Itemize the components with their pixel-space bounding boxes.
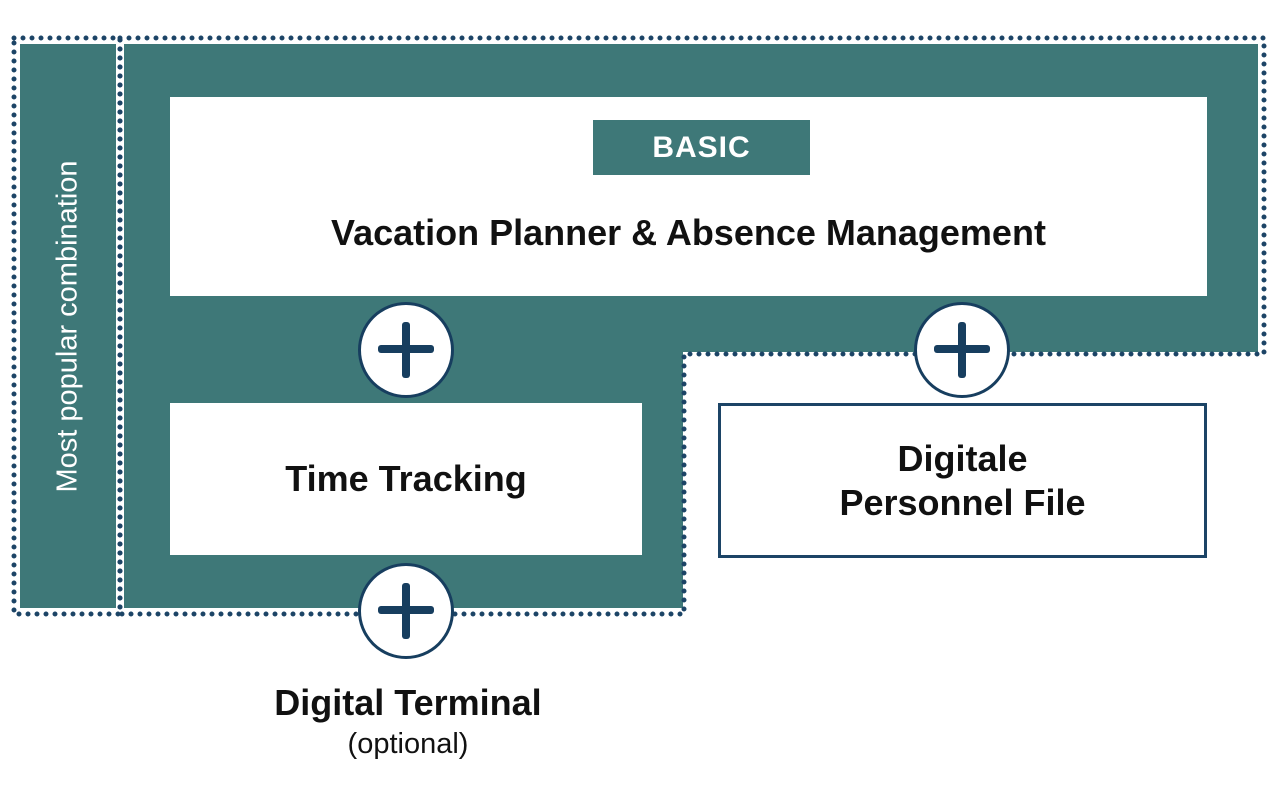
add-personnel-file-button[interactable] <box>914 302 1010 398</box>
plus-icon <box>378 583 434 639</box>
personnel-file-box: Digitale Personnel File <box>718 403 1207 558</box>
time-tracking-box: Time Tracking <box>170 403 642 555</box>
combination-outline <box>117 35 1267 617</box>
digital-terminal-title: Digital Terminal <box>274 682 542 723</box>
personnel-file-label-line2: Personnel File <box>839 481 1086 523</box>
side-band <box>20 44 116 608</box>
side-label: Most popular combination <box>20 44 116 608</box>
digital-terminal-note: (optional) <box>347 728 469 760</box>
personnel-file-label-line1: Digitale <box>897 437 1028 479</box>
plus-icon <box>378 322 434 378</box>
add-time-tracking-button[interactable] <box>358 302 454 398</box>
add-digital-terminal-button[interactable] <box>358 563 454 659</box>
side-label-text: Most popular combination <box>51 159 84 493</box>
basic-badge: BASIC <box>593 120 810 175</box>
basic-module-title: Vacation Planner & Absence Management <box>331 212 1046 253</box>
plus-icon <box>934 322 990 378</box>
time-tracking-label: Time Tracking <box>285 458 527 499</box>
